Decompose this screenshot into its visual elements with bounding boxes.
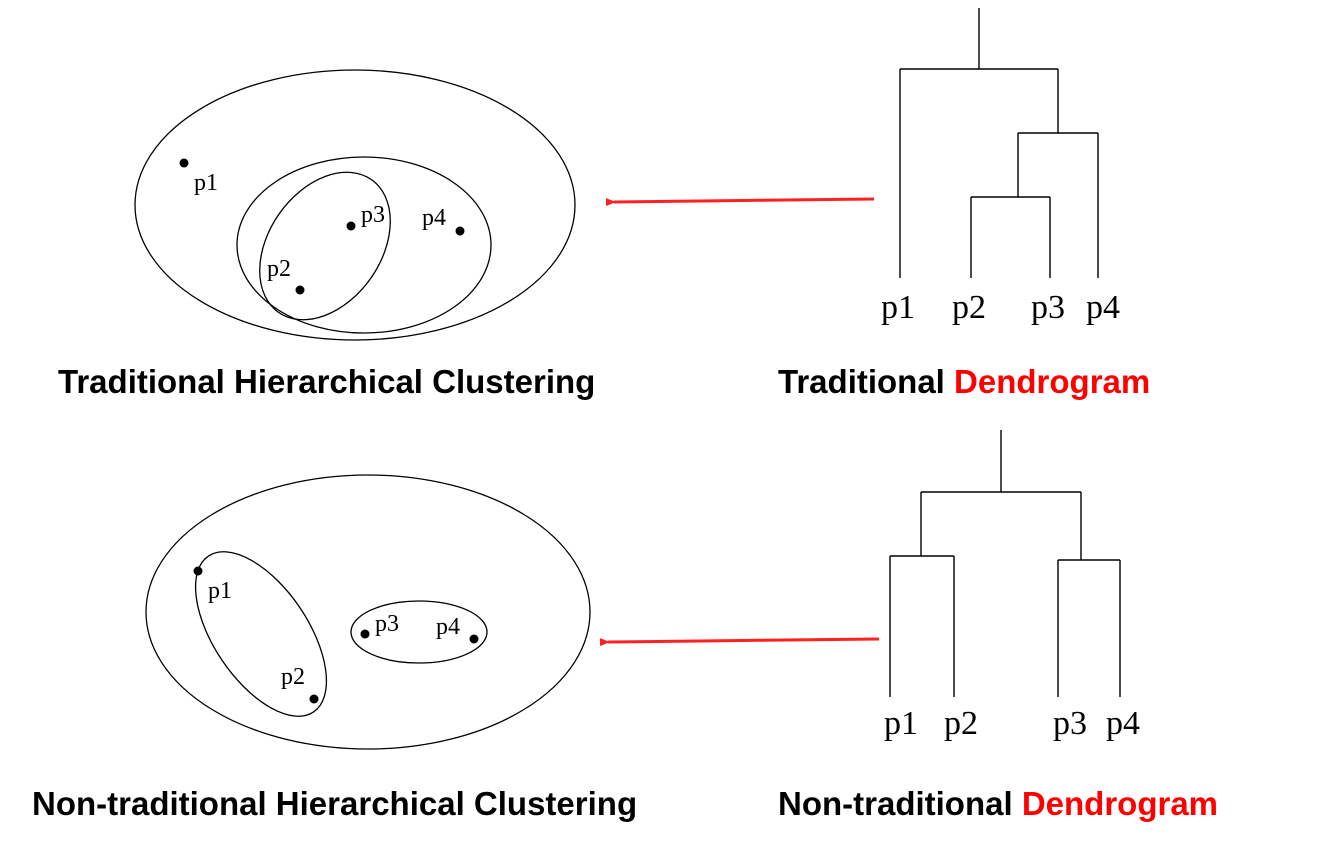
point-label-p3: p3 (375, 611, 399, 637)
point-p1 (179, 158, 189, 168)
leaf-label-p4: p4 (1106, 705, 1140, 742)
traditional-cluster-diagram: p1 p2 p3 p4 (134, 69, 576, 341)
caption-dendrogram-word: Dendrogram (954, 363, 1150, 400)
leaf-label-p2: p2 (944, 705, 978, 742)
caption-dendrogram-word: Dendrogram (1022, 785, 1218, 822)
point-p2 (309, 694, 319, 704)
dendrogram-links (889, 430, 1121, 697)
leaf-label-p4: p4 (1086, 289, 1120, 326)
caption-nontraditional-prefix: Non-traditional (778, 785, 1022, 822)
point-p2 (295, 285, 305, 295)
caption-traditional-prefix: Traditional (778, 363, 954, 400)
caption-nontraditional-clustering: Non-traditional Hierarchical Clustering (32, 785, 637, 822)
point-p3 (360, 629, 370, 639)
outer-cluster (134, 69, 576, 341)
cluster-p3-p4 (350, 600, 488, 664)
point-p4 (455, 226, 465, 236)
point-label-p2: p2 (281, 664, 305, 690)
point-label-p4: p4 (422, 205, 446, 231)
nontraditional-dendrogram: p1 p2 p3 p4 (884, 430, 1140, 742)
point-label-p1: p1 (208, 578, 232, 604)
leaf-label-p1: p1 (884, 705, 918, 742)
outer-cluster (145, 474, 591, 750)
point-label-p4: p4 (436, 614, 460, 640)
point-p1 (193, 566, 203, 576)
cluster-p2-p3-p4 (236, 156, 492, 334)
leaf-label-p1: p1 (881, 289, 915, 326)
leaf-label-p3: p3 (1053, 705, 1087, 742)
nontraditional-cluster-diagram: p1 p2 p3 p4 (145, 474, 591, 750)
leaf-label-p3: p3 (1031, 289, 1065, 326)
point-label-p1: p1 (194, 170, 218, 196)
arrow-top (605, 197, 875, 207)
traditional-dendrogram: p1 p2 p3 p4 (881, 8, 1120, 326)
cluster-p1-p2 (194, 551, 328, 717)
leaf-label-p2: p2 (952, 289, 986, 326)
caption-nontraditional-dendrogram: Non-traditional Dendrogram (778, 785, 1218, 822)
point-label-p2: p2 (267, 256, 291, 282)
caption-traditional-clustering: Traditional Hierarchical Clustering (58, 363, 595, 400)
point-label-p3: p3 (361, 202, 385, 228)
dendrogram-links (899, 8, 1099, 278)
arrow-bottom (599, 637, 880, 647)
cluster-p2-p3 (259, 171, 391, 321)
point-p3 (346, 221, 356, 231)
caption-traditional-dendrogram: Traditional Dendrogram (778, 363, 1150, 400)
point-p4 (469, 634, 479, 644)
